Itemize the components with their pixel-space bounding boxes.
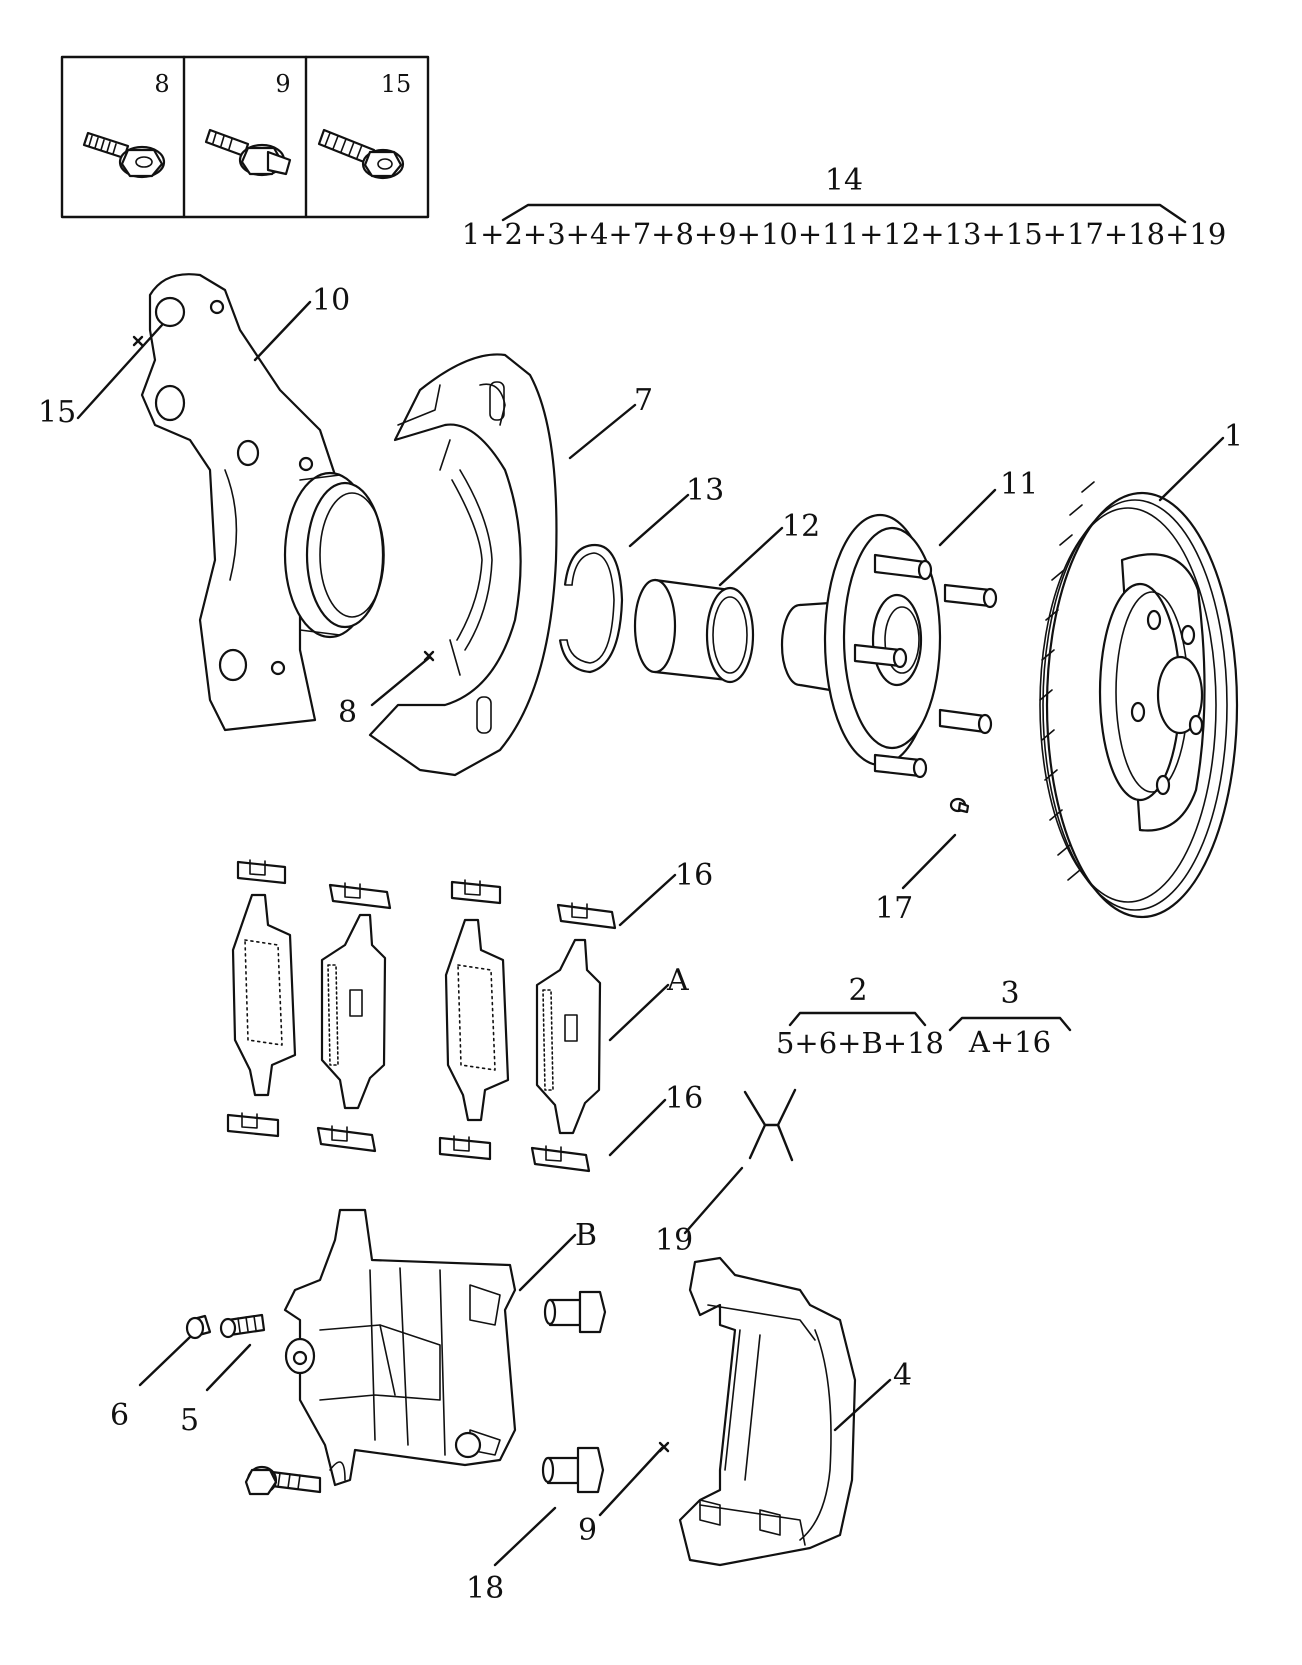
group-2-formula: 5+6+B+18 [776,1026,944,1060]
steering-knuckle-part-10 [140,273,385,732]
guide-pin-lower-part-18 [541,1446,605,1494]
inset-label-15: 15 [381,70,412,98]
callout-8: 8 [338,695,357,730]
brake-pad-3 [444,918,510,1122]
bolt-9-icon [204,128,292,177]
callout-5: 5 [180,1403,199,1438]
pad-clip-top-4 [556,902,617,930]
brake-pad-1 [231,893,297,1097]
guide-pin-upper-part-18 [543,1290,607,1334]
callout-4: 4 [893,1358,912,1393]
caliper-part-b [244,1208,517,1496]
pad-clip-bottom-3 [438,1135,492,1161]
brake-pad-2 [320,913,387,1110]
pad-clip-bottom-4 [530,1145,591,1173]
fastener-inset-box: 8 9 15 [60,55,430,219]
brake-pad-set-a [226,859,617,1173]
dust-shield-part-7 [368,353,558,777]
pad-clip-top-1 [236,859,287,885]
pad-clip-top-2 [328,882,392,910]
pad-clip-top-3 [450,879,502,905]
group-3-bracket: 3 A+16 [948,976,1072,1059]
callout-19: 19 [655,1223,693,1258]
callout-16-lower: 16 [665,1081,703,1116]
snap-ring-part-13 [558,543,624,674]
group-3-formula: A+16 [968,1025,1051,1059]
bleeder-cap-part-6 [185,1314,212,1340]
callout-10: 10 [312,283,350,318]
callout-9: 9 [578,1513,597,1548]
callout-11: 11 [1000,467,1038,502]
group-14-bracket: 14 1+2+3+4+7+8+9+10+11+12+13+15+17+18+19 [462,163,1227,251]
callout-18: 18 [466,1571,504,1606]
callout-15: 15 [38,395,76,430]
callout-12: 12 [782,509,820,544]
callout-b: B [575,1218,597,1253]
brake-disc-part-1 [1039,481,1239,919]
bleeder-screw-part-5 [219,1313,266,1339]
boot-part-19 [743,1088,797,1162]
callout-6: 6 [110,1398,129,1433]
leader-lines [76,300,1225,1567]
group-14-label: 14 [825,163,863,198]
brake-pad-4 [535,938,602,1135]
callout-16-upper: 16 [675,858,713,893]
inset-label-8: 8 [154,70,169,98]
callout-labels: 10 15 7 8 13 12 11 1 17 16 A 16 19 B 6 5… [38,283,1243,1606]
inset-label-9: 9 [275,70,290,98]
callout-13: 13 [686,473,724,508]
group-3-label: 3 [1000,976,1019,1011]
wheel-hub-part-11 [780,513,998,779]
wheel-bearing-part-12 [633,578,755,684]
callout-a: A [666,963,689,998]
callout-7: 7 [634,383,653,418]
bolt-8-icon [82,131,166,179]
group-2-label: 2 [848,973,867,1008]
bolt-15-icon [317,128,405,180]
pad-clip-bottom-2 [316,1125,377,1153]
group-2-bracket: 2 5+6+B+18 [776,973,944,1060]
pad-clip-bottom-1 [226,1112,280,1138]
callout-1: 1 [1224,419,1243,454]
screw-part-17 [949,797,970,814]
group-14-formula: 1+2+3+4+7+8+9+10+11+12+13+15+17+18+19 [462,217,1227,251]
callout-17: 17 [875,891,913,926]
caliper-bracket-part-4 [678,1256,857,1567]
